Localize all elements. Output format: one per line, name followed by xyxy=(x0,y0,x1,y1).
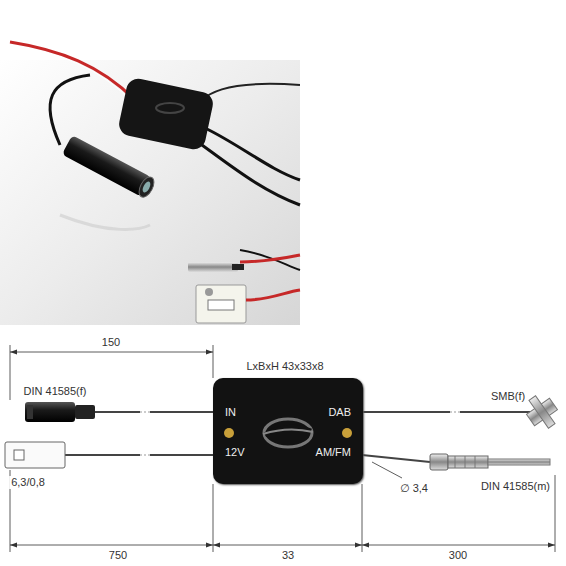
port-label: IN xyxy=(225,406,236,419)
power-plug xyxy=(5,442,65,468)
din-female-connector xyxy=(25,402,95,422)
dimension-label: 300 xyxy=(447,549,469,562)
dimension-label: 33 xyxy=(280,549,296,562)
port-label: AM/FM xyxy=(316,446,351,459)
product-photo xyxy=(10,42,300,323)
dimension-arrows xyxy=(10,350,555,548)
dimension-label: 6,3/0,8 xyxy=(9,476,47,489)
housing-details xyxy=(213,378,363,484)
smb-connector xyxy=(521,390,563,434)
dimension-label: DIN 41585(f) xyxy=(22,385,89,398)
dimension-label: ∅ 3,4 xyxy=(398,482,430,495)
port-label: DAB xyxy=(328,406,351,419)
dimension-lines xyxy=(10,345,555,552)
dimension-label: 150 xyxy=(100,336,122,349)
photo-ground xyxy=(0,60,300,325)
dimension-label: LxBxH 43x33x8 xyxy=(244,360,325,373)
din-male-connector xyxy=(430,454,550,470)
dimension-label: DIN 41585(m) xyxy=(479,480,552,493)
port-label: 12V xyxy=(225,446,245,459)
dimension-label: SMB(f) xyxy=(489,390,527,403)
splitter-housing: IN 12V DAB AM/FM xyxy=(213,378,363,484)
dimension-label: 750 xyxy=(107,549,129,562)
